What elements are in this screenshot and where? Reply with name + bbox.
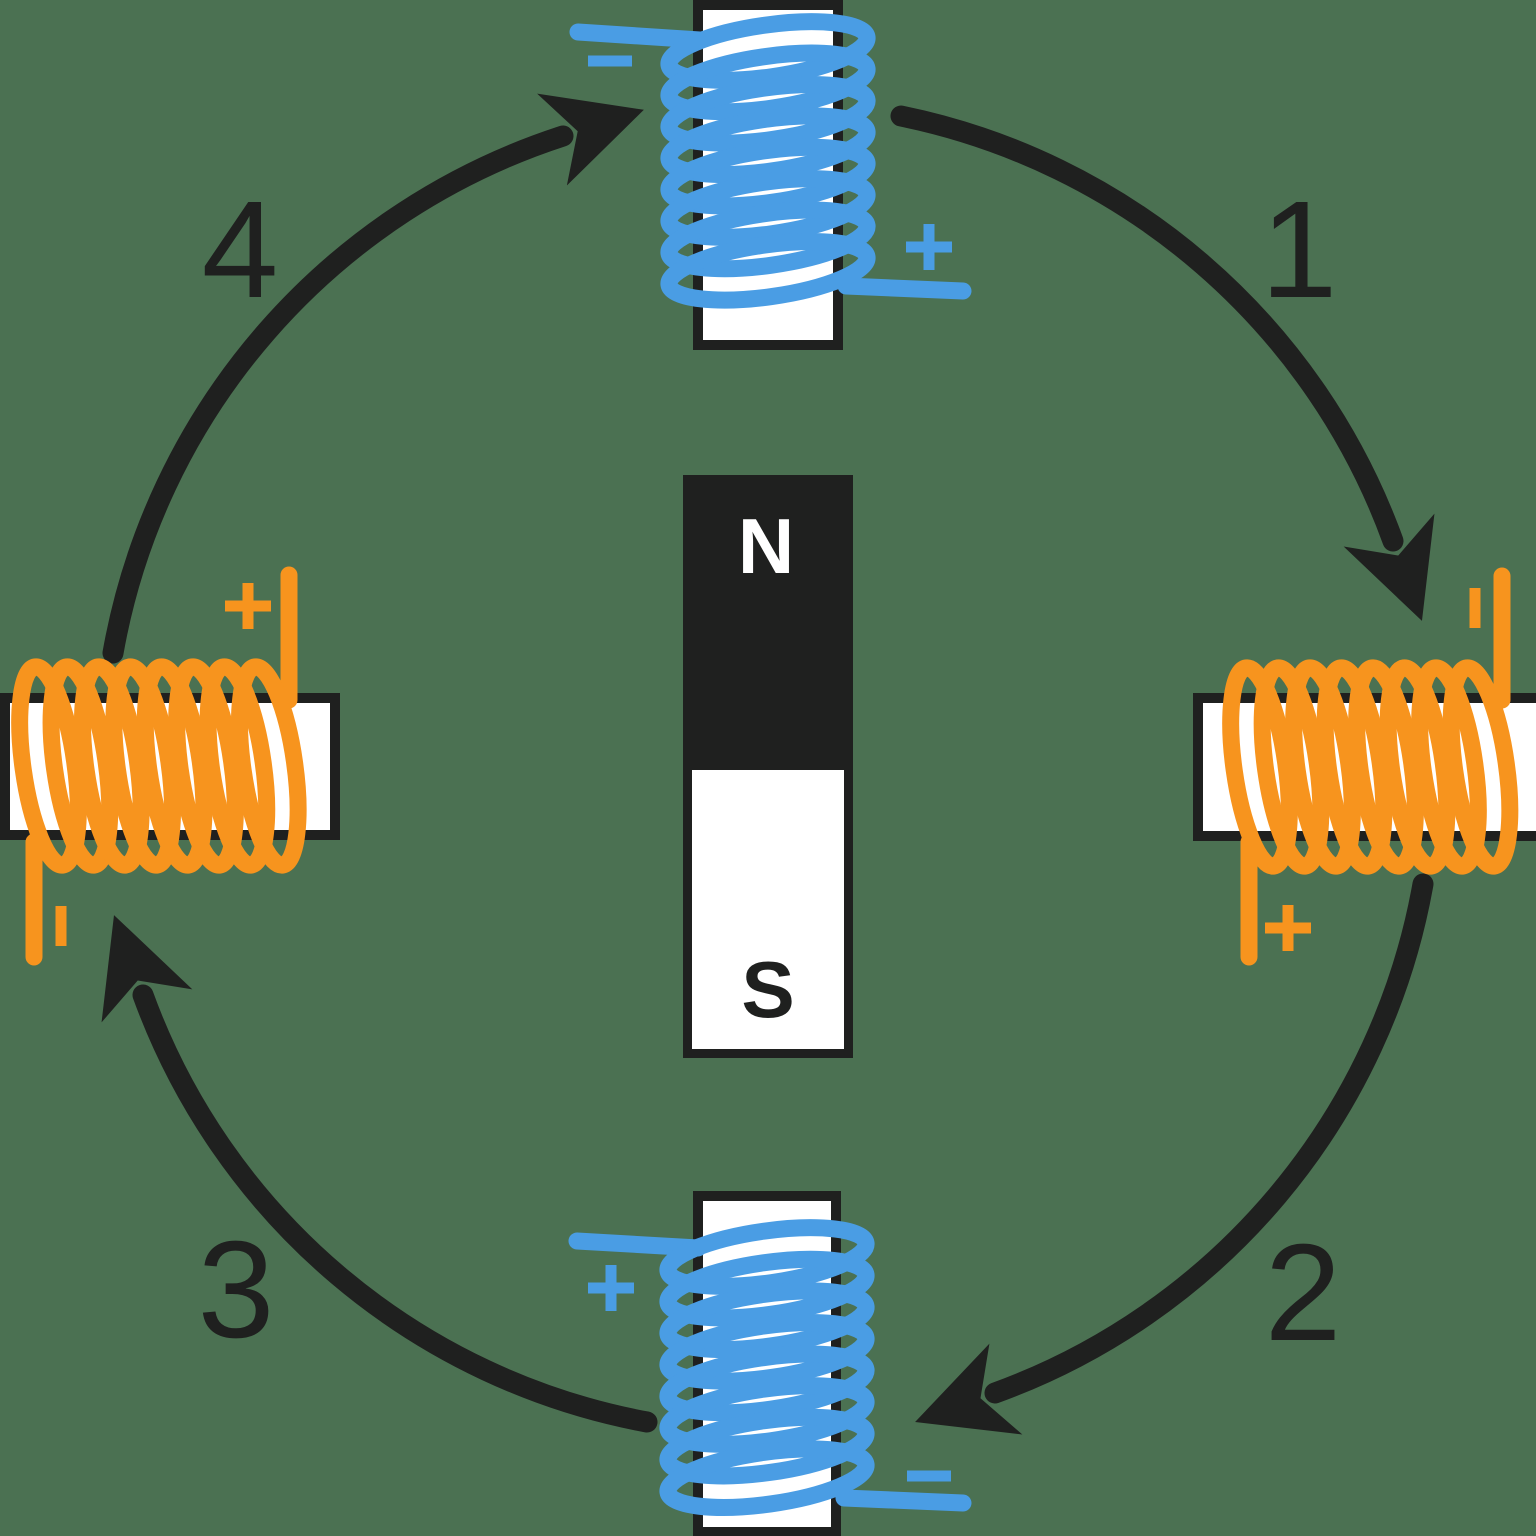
top-coil-lower-wire: [837, 277, 972, 300]
step-1-label: 1: [1261, 173, 1338, 327]
left-coil-windings-loop: [105, 658, 181, 874]
bottom-coil-windings: [659, 1219, 875, 1516]
top-coil: [569, 0, 972, 350]
right-coil-windings-loop: [1285, 659, 1361, 875]
right-coil-plus-icon: [1265, 905, 1311, 951]
top-coil-upper-wire: [569, 23, 709, 49]
top-coil-windings: [660, 13, 876, 309]
left-coil-windings-loop: [74, 658, 150, 874]
magnet-north-label: N: [738, 502, 794, 590]
top-coil-windings-loop: [660, 201, 876, 278]
left-coil-plus-icon: [225, 583, 271, 629]
step-2-label: 2: [1265, 1216, 1342, 1370]
top-coil-windings-loop: [660, 233, 876, 309]
right-coil-windings-loop: [1253, 659, 1330, 875]
top-coil-windings-loop: [660, 44, 876, 121]
bottom-coil-windings-loop: [659, 1314, 875, 1390]
right-coil-windings-loop: [1379, 659, 1456, 875]
step-4-label: 4: [202, 173, 279, 327]
left-coil: [0, 566, 340, 966]
right-coil-windings-loop: [1348, 659, 1424, 875]
bottom-coil-lower-wire: [835, 1489, 972, 1512]
left-coil-windings-loop: [231, 658, 307, 874]
bottom-coil-windings-loop: [659, 1440, 875, 1516]
magnet-south-label: S: [741, 945, 794, 1034]
rotation-sequence: 1 2 3 4: [101, 93, 1435, 1435]
bottom-coil-windings-loop: [659, 1219, 875, 1295]
left-coil-windings-loop: [42, 658, 119, 874]
bar-magnet: N S: [683, 475, 853, 1058]
rotation-arrow-4-icon: [102, 93, 644, 664]
left-coil-windings-loop: [136, 658, 213, 874]
right-coil-windings: [1222, 659, 1519, 875]
top-coil-windings-loop: [660, 107, 876, 183]
right-coil-windings-loop: [1442, 659, 1519, 875]
bottom-coil: [568, 1191, 972, 1536]
rotation-arrow-2-icon: [915, 873, 1434, 1435]
right-coil-windings-loop: [1222, 659, 1298, 875]
rotation-arrow-1-icon: [890, 105, 1435, 621]
step-3-label: 3: [198, 1213, 275, 1367]
bottom-coil-windings-loop: [659, 1345, 875, 1422]
bottom-coil-windings-loop: [659, 1282, 875, 1358]
left-coil-windings-loop: [168, 658, 244, 874]
top-coil-windings-loop: [660, 138, 876, 215]
bottom-coil-windings-loop: [659, 1250, 875, 1327]
left-coil-windings-loop: [199, 658, 276, 874]
bottom-coil-plus-icon: [588, 1265, 634, 1311]
left-coil-windings: [11, 658, 307, 874]
right-coil-windings-loop: [1411, 659, 1487, 875]
left-coil-windings-loop: [11, 658, 87, 874]
magnet-north-section: [683, 475, 853, 770]
bottom-coil-windings-loop: [659, 1408, 875, 1485]
bottom-coil-windings-loop: [659, 1377, 875, 1453]
bottom-coil-upper-wire: [568, 1232, 707, 1257]
top-coil-plus-icon: [906, 224, 952, 270]
right-coil-windings-loop: [1316, 659, 1393, 875]
top-coil-windings-loop: [660, 170, 876, 246]
rotation-arrow-3-icon: [101, 915, 658, 1433]
right-coil: [1193, 567, 1536, 966]
top-coil-windings-loop: [660, 76, 876, 152]
top-coil-windings-loop: [660, 13, 876, 89]
